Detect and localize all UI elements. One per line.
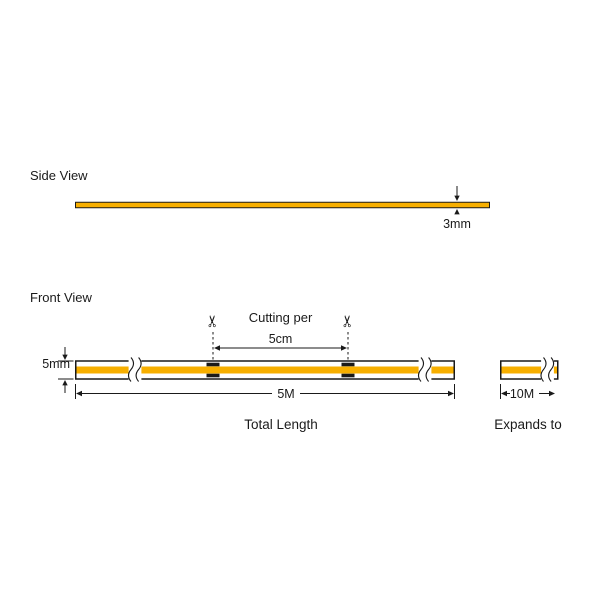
width-dimension bbox=[58, 347, 74, 393]
length-label: 5M bbox=[277, 387, 295, 401]
expands-caption: Expands to bbox=[494, 417, 562, 432]
expanded-length-dimension bbox=[500, 384, 555, 399]
front-view-title: Front View bbox=[30, 290, 92, 305]
break-mark bbox=[127, 357, 142, 382]
expanded-length-label: 10M bbox=[509, 387, 535, 401]
solder-pads bbox=[206, 362, 355, 378]
side-view-strip bbox=[75, 201, 490, 209]
expanded-strip bbox=[500, 357, 559, 382]
thickness-dimension bbox=[454, 186, 460, 215]
length-dimension bbox=[75, 384, 455, 399]
width-label: 5mm bbox=[42, 357, 70, 371]
total-length-caption: Total Length bbox=[244, 417, 318, 432]
scissors-icon: ✂ bbox=[338, 314, 357, 328]
cut-spacing-dimension bbox=[214, 345, 347, 351]
front-strip bbox=[75, 357, 455, 382]
cut-spacing-label: 5cm bbox=[268, 332, 293, 346]
side-view-title: Side View bbox=[30, 168, 88, 183]
cutting-per-label: Cutting per bbox=[248, 310, 313, 325]
scissors-icon: ✂ bbox=[203, 314, 222, 328]
thickness-label: 3mm bbox=[443, 217, 471, 231]
break-mark bbox=[417, 357, 432, 382]
break-mark bbox=[540, 357, 555, 382]
